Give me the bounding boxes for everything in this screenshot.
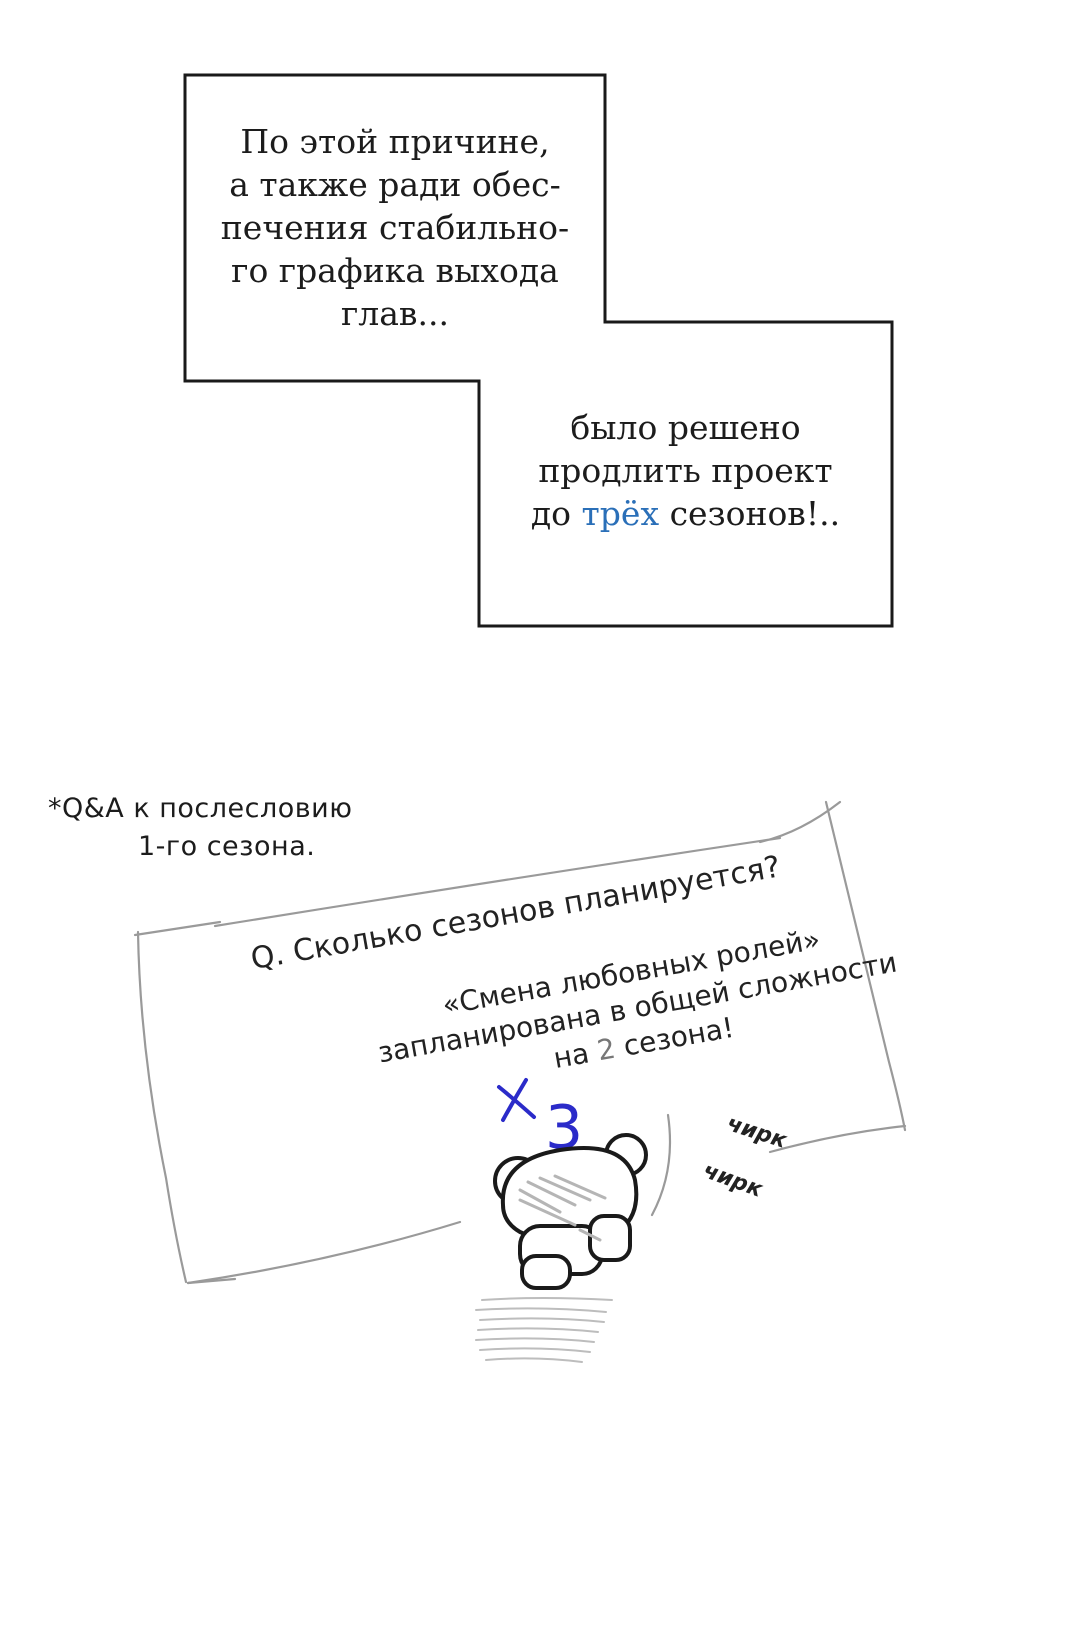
narration-line: По этой причине,	[240, 122, 550, 161]
narration-part: до	[530, 494, 582, 533]
narration-line: до трёх сезонов!..	[479, 492, 892, 535]
narration-line: а также ради обес-	[229, 165, 561, 204]
narration-line: продлить проект	[538, 451, 833, 490]
narration-line: го графика выхода	[231, 251, 559, 290]
narration-line: было решено	[570, 408, 801, 447]
narration-line: печения стабильно-	[220, 208, 570, 247]
accent-word: трёх	[581, 494, 660, 533]
footnote-line-1: *Q&A к послесловию	[48, 793, 353, 824]
narration-part: сезонов!..	[659, 494, 841, 533]
narration-top: По этой причине, а также ради обес- пече…	[185, 120, 605, 335]
narration-bottom: было решено продлить проект до трёх сезо…	[479, 406, 892, 535]
top-panel-border	[183, 73, 894, 628]
narration-line: глав...	[341, 294, 449, 333]
footnote-line-2: 1-го сезона.	[138, 831, 316, 862]
